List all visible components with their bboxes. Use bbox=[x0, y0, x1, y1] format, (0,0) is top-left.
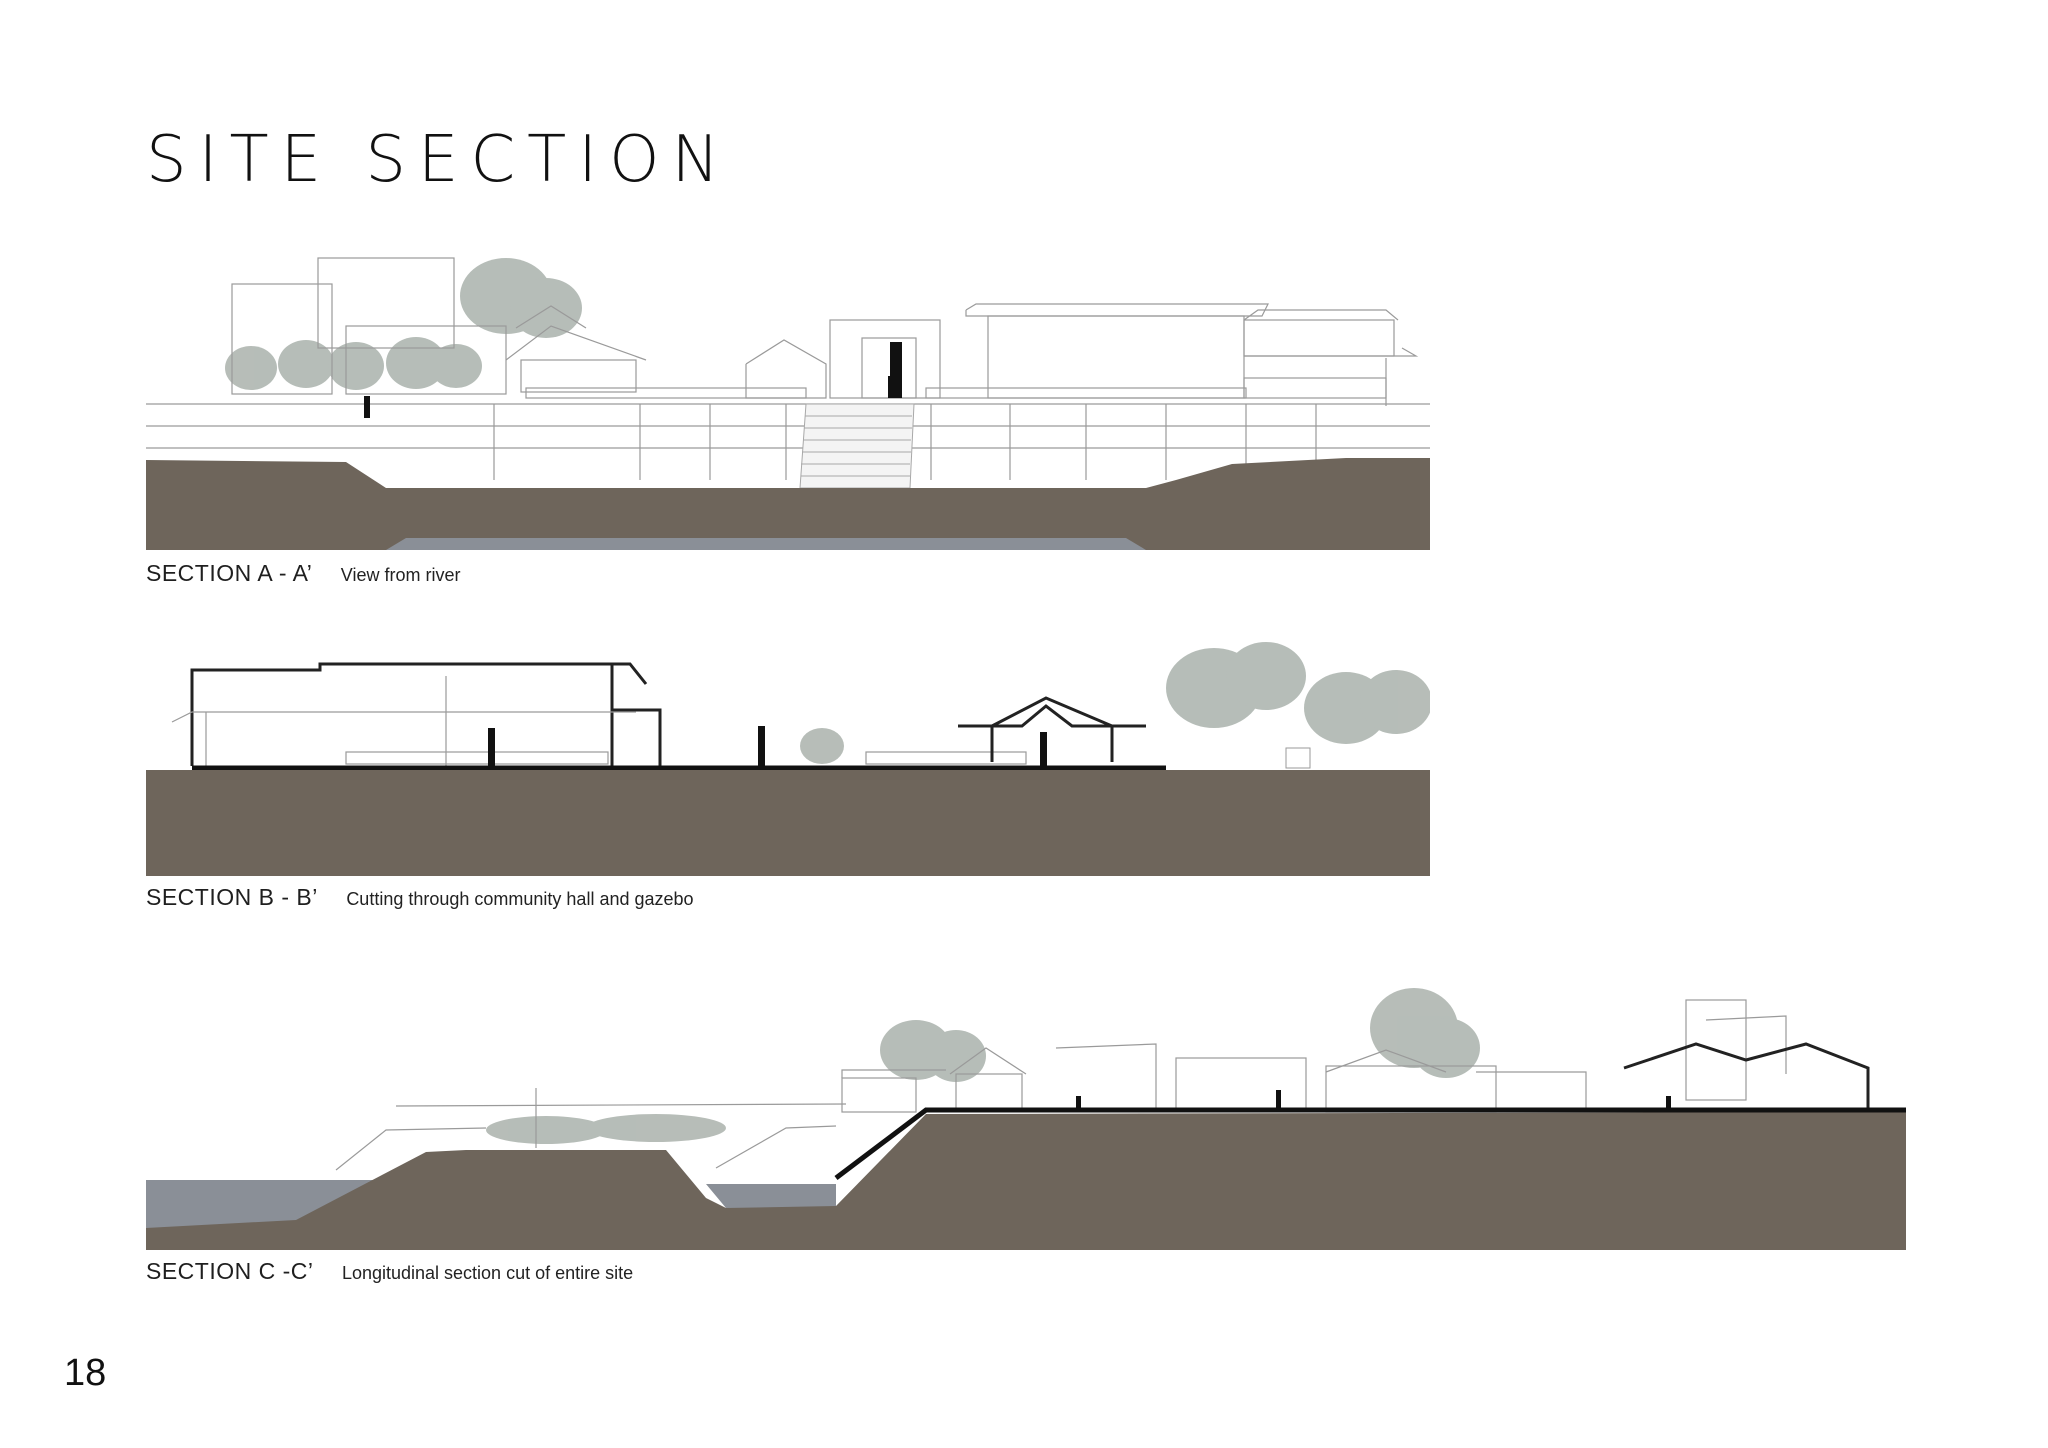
section-a-trees bbox=[225, 258, 582, 390]
section-b-hall bbox=[190, 662, 662, 766]
section-c-ground bbox=[146, 1112, 1906, 1250]
section-c-roofs bbox=[1623, 1042, 1870, 1110]
section-b-caption: SECTION B - B’ Cutting through community… bbox=[146, 884, 694, 911]
section-b-drawing bbox=[146, 636, 1430, 876]
section-a-buildings bbox=[231, 257, 1419, 406]
section-a-people bbox=[364, 342, 902, 418]
section-a-drawing bbox=[146, 248, 1430, 550]
section-b-people bbox=[488, 726, 1311, 769]
section-c-trees bbox=[486, 988, 1480, 1144]
section-c-people bbox=[1076, 1090, 1671, 1112]
section-b-code: SECTION B - B’ bbox=[146, 884, 318, 910]
section-c-description: Longitudinal section cut of entire site bbox=[341, 1263, 634, 1283]
page-title: SITE SECTION bbox=[146, 123, 732, 197]
section-a-description: View from river bbox=[340, 565, 461, 585]
section-a-steps bbox=[799, 403, 915, 489]
section-b-description: Cutting through community hall and gazeb… bbox=[346, 889, 694, 909]
section-c-buildings bbox=[335, 999, 1787, 1171]
section-c-caption: SECTION C -C’ Longitudinal section cut o… bbox=[146, 1258, 633, 1285]
section-c-drawing bbox=[146, 978, 1906, 1250]
section-b-gazebo bbox=[958, 696, 1146, 762]
section-a-caption: SECTION A - A’ View from river bbox=[146, 560, 461, 587]
section-b-trees bbox=[800, 642, 1430, 764]
page-number: 18 bbox=[64, 1352, 107, 1394]
section-c-code: SECTION C -C’ bbox=[146, 1258, 314, 1284]
section-b-ground bbox=[146, 770, 1430, 876]
section-a-ground bbox=[146, 458, 1430, 550]
section-c-terrace-line bbox=[834, 1107, 1906, 1180]
section-b-hall-lines bbox=[171, 676, 1027, 766]
section-a-code: SECTION A - A’ bbox=[146, 560, 313, 586]
